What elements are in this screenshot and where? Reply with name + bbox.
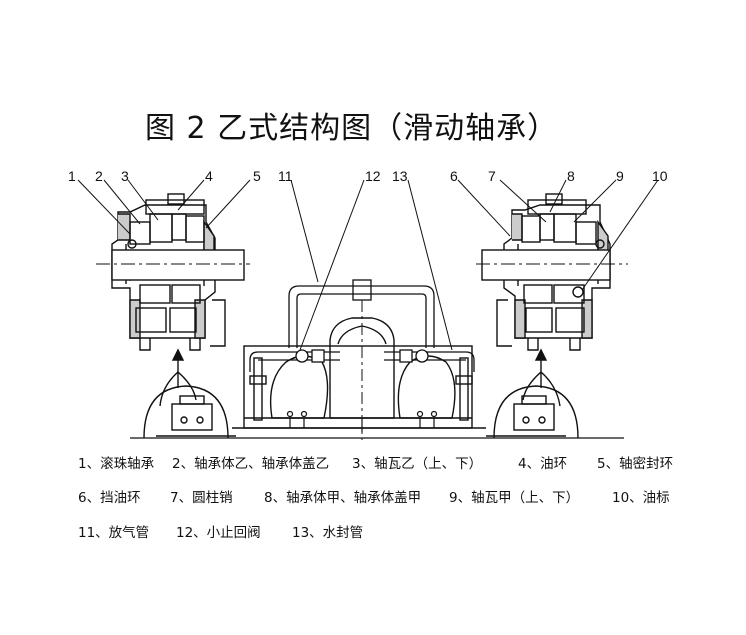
legend-item: 6、挡油环 [78,490,141,506]
callout-7: 7 [488,168,496,184]
vent-pipe [288,279,435,348]
legend-item: 10、油标 [612,490,670,506]
view-arrows [159,348,561,407]
legend-item: 1、滚珠轴承 [78,456,155,472]
callout-10: 10 [652,168,668,184]
callout-12: 12 [365,168,381,184]
callout-numbers: 1 2 3 4 5 11 12 13 6 7 8 9 10 [68,168,668,184]
legend-item: 4、油环 [518,456,568,472]
callout-11: 11 [278,168,293,184]
right-pedestal [486,385,579,439]
callout-5: 5 [253,168,261,184]
water-seal-pipes [249,349,475,372]
center-pump [232,300,486,440]
legend-item: 13、水封管 [292,525,364,541]
callout-8: 8 [567,168,575,184]
legend-item: 8、轴承体甲、轴承体盖甲 [264,490,422,506]
legend-item: 5、轴密封环 [597,456,674,472]
legend-item: 11、放气管 [78,525,150,541]
structure-diagram: 1 2 3 4 5 11 12 13 6 7 8 9 10 [68,168,668,440]
legend-item: 7、圆柱销 [170,490,233,506]
right-shaft [476,249,628,281]
legend-item: 12、小止回阀 [176,525,261,541]
callout-4: 4 [205,168,213,184]
left-pedestal [143,385,236,439]
callout-leaders [77,179,659,351]
callout-6: 6 [450,168,458,184]
left-shaft [96,249,250,281]
callout-9: 9 [616,168,624,184]
legend-item: 9、轴瓦甲（上、下） [449,490,580,506]
figure-title: 图 2 乙式结构图（滑动轴承） [145,111,559,146]
callout-13: 13 [392,168,408,184]
callout-2: 2 [95,168,103,184]
callout-3: 3 [121,168,129,184]
legend-item: 2、轴承体乙、轴承体盖乙 [172,456,330,472]
callout-1: 1 [68,168,76,184]
legend-item: 3、轴瓦乙（上、下） [352,456,483,472]
